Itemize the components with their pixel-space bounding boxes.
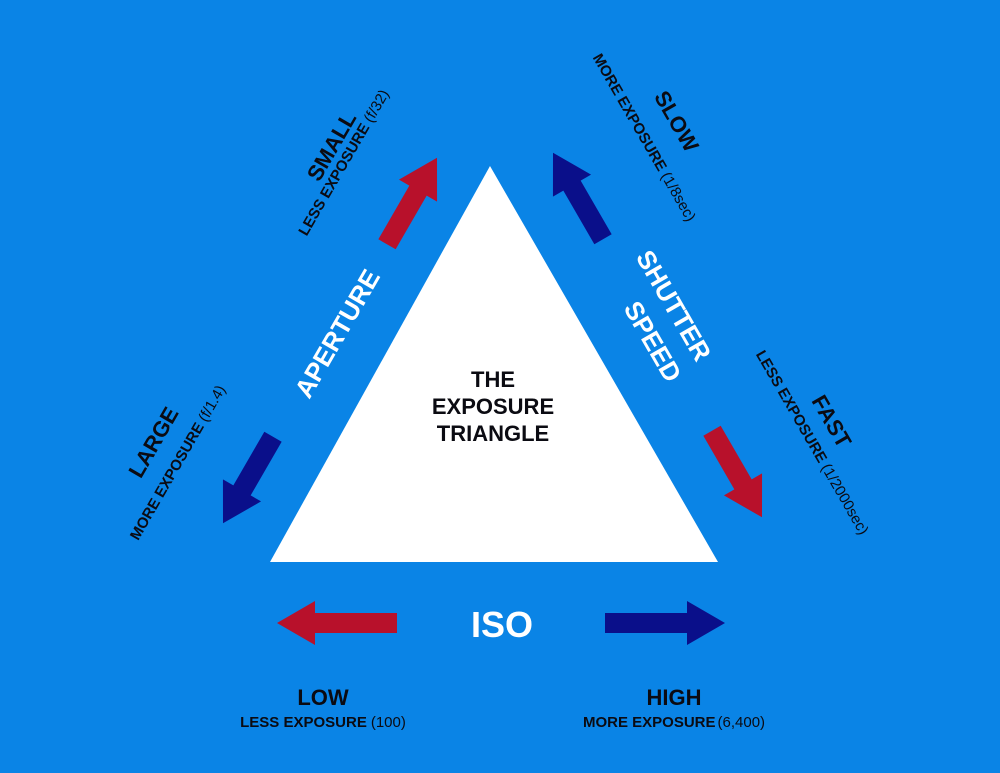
iso-low-detail: LESS EXPOSURE(100) bbox=[240, 714, 406, 731]
iso-low-value: (100) bbox=[371, 714, 406, 731]
iso-low-effect: LESS EXPOSURE bbox=[240, 714, 367, 731]
exposure-triangle-shape bbox=[270, 166, 718, 562]
aperture-large-arrow bbox=[222, 431, 282, 524]
aperture-small-arrow bbox=[378, 157, 438, 250]
shutter-slow-arrow bbox=[552, 152, 612, 245]
iso-low-arrow bbox=[277, 601, 397, 645]
center-title-line-3: TRIANGLE bbox=[437, 421, 549, 446]
center-title-line-1: THE bbox=[471, 367, 515, 392]
center-title-line-2: EXPOSURE bbox=[432, 394, 554, 419]
iso-high-effect: MORE EXPOSURE bbox=[583, 714, 716, 731]
iso-high-arrow bbox=[605, 601, 725, 645]
iso-title: ISO bbox=[471, 604, 533, 645]
iso-high-value: (6,400) bbox=[718, 714, 766, 731]
shutter-fast-arrow bbox=[703, 425, 763, 518]
iso-high-word: HIGH bbox=[647, 685, 702, 710]
iso-high-detail: MORE EXPOSURE(6,400) bbox=[583, 714, 765, 731]
iso-low-word: LOW bbox=[297, 685, 349, 710]
